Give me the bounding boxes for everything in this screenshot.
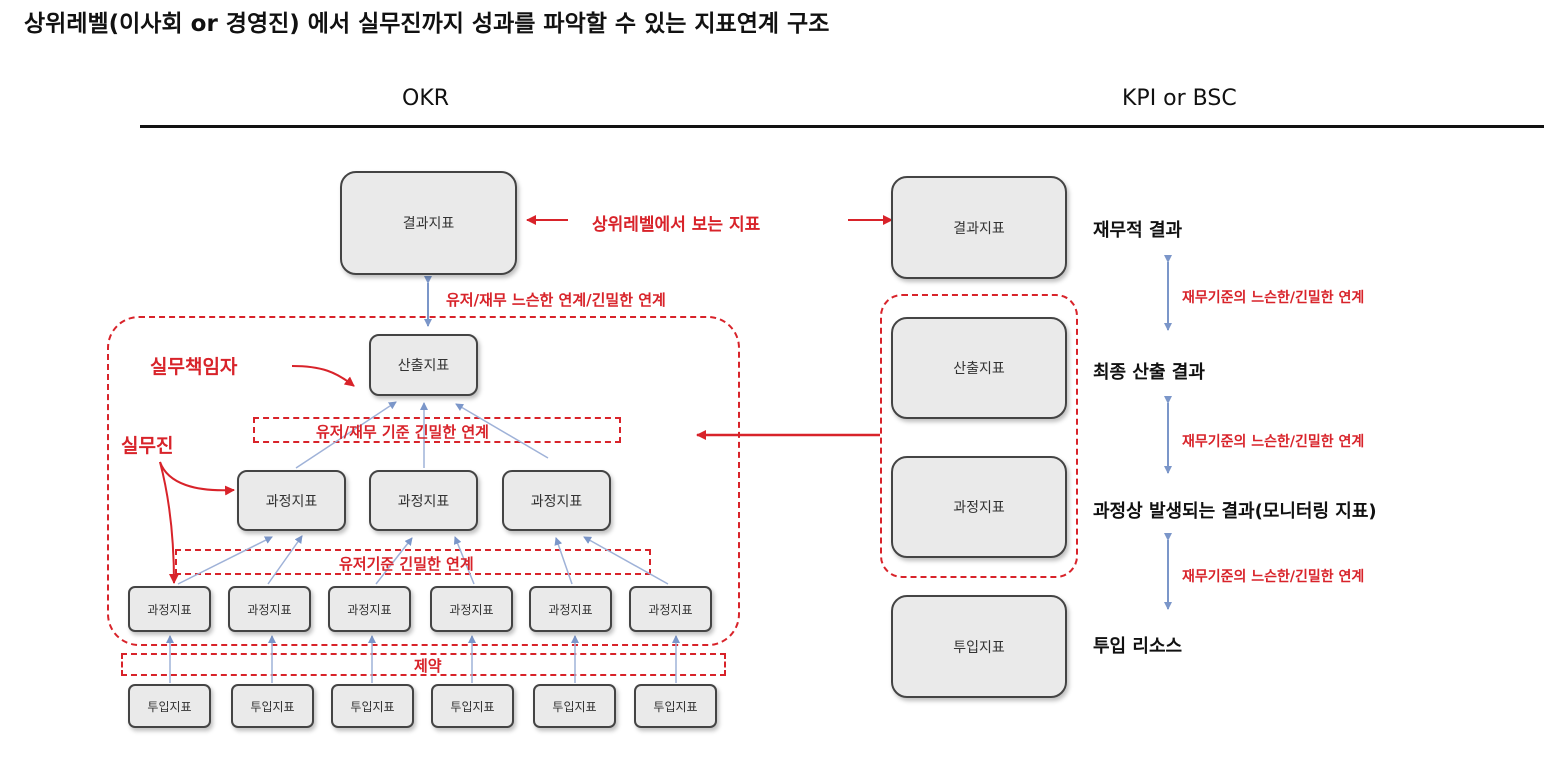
okr-input-indicator-box: 투입지표	[231, 684, 314, 728]
okr-input-indicator-box: 투입지표	[431, 684, 514, 728]
okr-constraint-band	[121, 653, 726, 676]
okr-process-indicator-box: 과정지표	[502, 470, 611, 531]
header-divider	[140, 125, 1544, 128]
kpi-link-label: 재무기준의 느슨한/긴밀한 연계	[1182, 569, 1365, 585]
financial-result-label: 재무적 결과	[1093, 220, 1183, 241]
final-output-label: 최종 산출 결과	[1093, 362, 1205, 383]
user-tight-link-label: 유저기준 긴밀한 연계	[339, 555, 474, 573]
okr-user-link-band	[175, 549, 651, 575]
process-to-output-arrow	[455, 403, 549, 459]
okr-input-indicator-box: 투입지표	[634, 684, 717, 728]
kpi-result-indicator-box: 결과지표	[891, 176, 1067, 279]
okr-small-process-box: 과정지표	[629, 586, 712, 632]
process-to-output-arrow	[295, 401, 397, 469]
loose-tight-link-label: 유저/재무 느슨한 연계/긴밀한 연계	[446, 291, 666, 309]
staff-pointer-arrow	[159, 461, 235, 496]
kpi-output-process-region	[880, 294, 1078, 578]
kpi-input-indicator-box: 투입지표	[891, 595, 1067, 698]
kpi-output-indicator-box: 산출지표	[891, 317, 1067, 419]
okr-tight-link-band	[253, 417, 621, 443]
okr-input-indicator-box: 투입지표	[533, 684, 616, 728]
tight-link-basis-label: 유저/재무 기준 긴밀한 연계	[316, 423, 489, 441]
okr-output-indicator-box: 산출지표	[369, 334, 478, 396]
small-to-mid-arrow	[375, 537, 413, 585]
small-to-mid-arrow	[177, 536, 273, 585]
kpi-link-label: 재무기준의 느슨한/긴밀한 연계	[1182, 434, 1365, 450]
small-to-mid-arrow	[583, 536, 669, 585]
staff-pointer-arrow	[159, 461, 179, 584]
kpi-process-indicator-box: 과정지표	[891, 456, 1067, 558]
monitoring-result-label: 과정상 발생되는 결과(모니터링 지표)	[1093, 501, 1377, 522]
okr-column-header: OKR	[402, 86, 450, 111]
constraint-label: 제약	[414, 657, 442, 675]
top-level-label: 상위레벨에서 보는 지표	[592, 215, 761, 235]
okr-practitioner-region	[107, 316, 740, 646]
practitioner-owner-label: 실무책임자	[150, 356, 238, 378]
okr-result-indicator-box: 결과지표	[340, 171, 517, 275]
okr-small-process-box: 과정지표	[128, 586, 211, 632]
okr-small-process-box: 과정지표	[529, 586, 612, 632]
small-to-mid-arrow	[453, 536, 475, 585]
okr-process-indicator-box: 과정지표	[237, 470, 346, 531]
okr-process-indicator-box: 과정지표	[369, 470, 478, 531]
okr-small-process-box: 과정지표	[228, 586, 311, 632]
okr-input-indicator-box: 투입지표	[128, 684, 211, 728]
owner-pointer-arrow	[291, 365, 355, 387]
kpi-link-label: 재무기준의 느슨한/긴밀한 연계	[1182, 290, 1365, 306]
staff-label: 실무진	[121, 435, 174, 457]
input-resource-label: 투입 리소스	[1093, 636, 1183, 657]
small-to-mid-arrow	[554, 537, 573, 585]
okr-small-process-box: 과정지표	[430, 586, 513, 632]
page-title: 상위레벨(이사회 or 경영진) 에서 실무진까지 성과를 파악할 수 있는 지…	[24, 11, 830, 37]
small-to-mid-arrow	[267, 535, 303, 585]
okr-small-process-box: 과정지표	[328, 586, 411, 632]
kpi-column-header: KPI or BSC	[1122, 86, 1237, 111]
okr-input-indicator-box: 투입지표	[331, 684, 414, 728]
